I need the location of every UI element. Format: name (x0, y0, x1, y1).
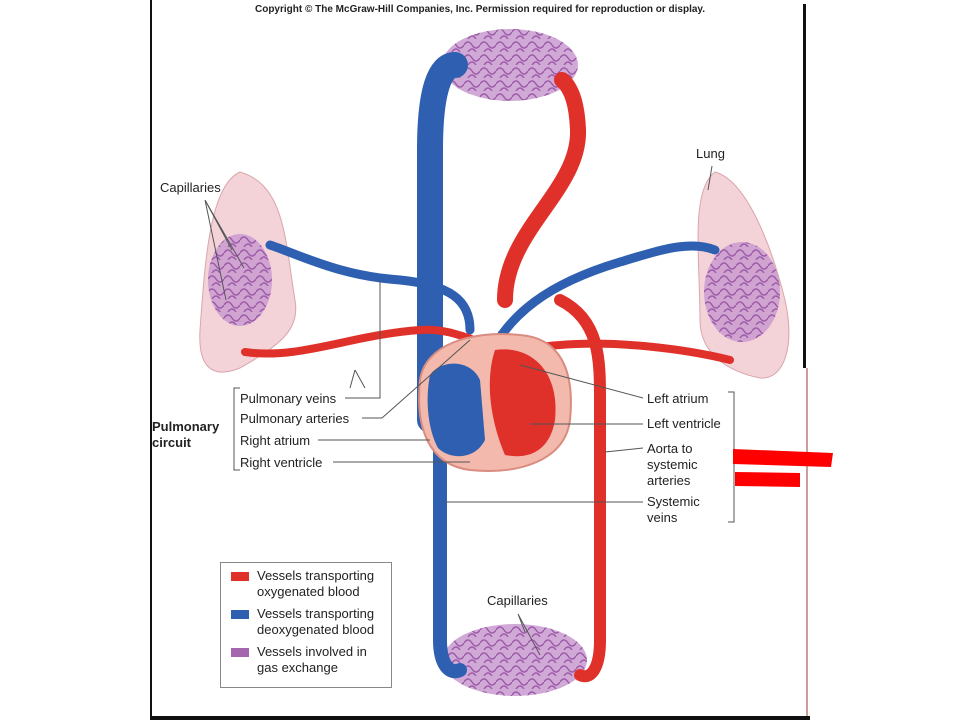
right-heart-chambers (427, 363, 485, 457)
descending-aorta (554, 294, 606, 683)
frame-bottom-edge (150, 716, 810, 720)
oxygenated-swatch (231, 572, 249, 581)
red-marker-upper (733, 449, 833, 467)
legend-exchange-line2: gas exchange (257, 660, 338, 675)
aorta-label-line3: arteries (647, 473, 691, 488)
systemic-veins-label-line1: Systemic (647, 494, 700, 509)
frame-left-edge (150, 0, 152, 720)
legend-oxygenated-line2: oxygenated blood (257, 584, 360, 599)
deoxygenated-swatch (231, 610, 249, 619)
legend-deoxygenated-line1: Vessels transporting (257, 606, 375, 621)
left-heart-chambers (489, 349, 556, 457)
lower-body-capillaries-mesh (443, 624, 587, 696)
left-atrium-label: Left atrium (647, 391, 708, 406)
aorta-loop (497, 72, 587, 308)
upper-body-capillaries-mesh (442, 29, 578, 101)
aorta-label-line1: Aorta to (647, 441, 693, 456)
red-marker-lower (735, 472, 800, 487)
leader-lines (204, 165, 713, 656)
pulmonary-veins-label: Pulmonary veins (240, 391, 337, 406)
legend-row-oxygenated: Vessels transporting oxygenated blood (227, 568, 385, 600)
legend-row-deoxygenated: Vessels transporting deoxygenated blood (227, 606, 385, 638)
pulmonary-artery-right (475, 241, 720, 385)
legend-exchange-line1: Vessels involved in (257, 644, 367, 659)
legend-row-gas-exchange: Vessels involved in gas exchange (227, 644, 385, 676)
pulmonary-circuit-bracket (233, 387, 240, 471)
capillaries-body-label: Capillaries (487, 593, 548, 608)
frame-right-edge-bottom (806, 368, 808, 720)
right-ventricle-label: Right ventricle (240, 455, 322, 470)
capillaries-lung-label: Capillaries (160, 180, 221, 195)
pulmonary-artery-left (265, 240, 475, 335)
legend-oxygenated-line1: Vessels transporting (257, 568, 375, 583)
right-atrium-label: Right atrium (240, 433, 310, 448)
frame-right-edge-top (803, 4, 806, 368)
inferior-vena-cava (433, 433, 467, 679)
pulmonary-circuit-label-line1: Pulmonary (152, 419, 220, 434)
legend: Vessels transporting oxygenated blood Ve… (220, 562, 392, 688)
copyright-notice: Copyright © The McGraw-Hill Companies, I… (254, 4, 706, 15)
aorta-label-line2: systemic (647, 457, 698, 472)
superior-vena-cava (417, 52, 468, 433)
pulmonary-circuit-label-line2: circuit (152, 435, 192, 450)
lung-capillaries-left-mesh (208, 234, 272, 326)
lung-label: Lung (696, 146, 725, 161)
gas-exchange-swatch (231, 648, 249, 657)
legend-deoxygenated-line2: deoxygenated blood (257, 622, 375, 637)
left-ventricle-label: Left ventricle (647, 416, 721, 431)
pulmonary-arteries-label: Pulmonary arteries (240, 411, 350, 426)
lung-capillaries-right-mesh (704, 242, 780, 342)
systemic-veins-label-line2: veins (647, 510, 678, 525)
